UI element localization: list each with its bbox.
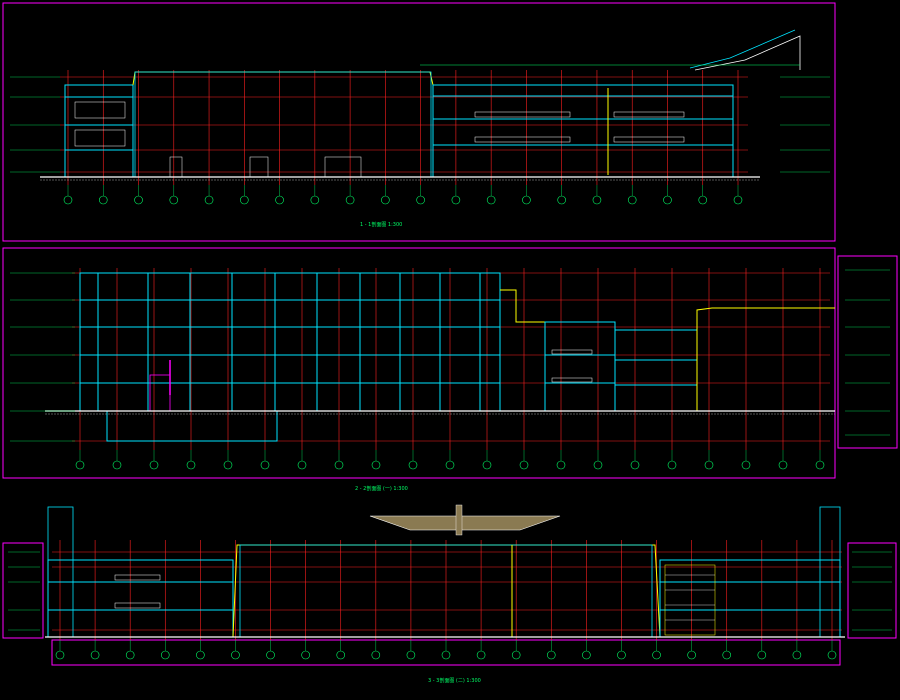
axis-bubble [778,460,788,470]
axis-bubble [511,650,521,660]
axis-bubble [557,195,566,205]
section-2-grid [72,268,830,450]
axis-bubble [667,460,677,470]
axis-bubble [592,195,602,205]
axis-bubble [486,195,496,205]
axis-bubble [593,460,603,470]
axis-bubble [630,460,640,470]
section-1-caption: 1 - 1剖面图 1:300 [360,221,402,228]
axis-bubble [90,650,100,660]
axis-bubble [63,195,73,205]
section-2-side-legend [837,255,898,449]
section-3-right-legend [847,542,897,639]
axis-bubble [310,195,320,205]
axis-bubble [260,460,270,470]
section-3-left-legend [2,542,44,639]
axis-bubble [75,460,85,470]
section-2-panel: 2 - 2剖面图 (一) 1:300 [2,247,898,492]
section-2-caption: 2 - 2剖面图 (一) 1:300 [355,485,408,492]
axis-bubble [160,650,170,660]
axis-bubble [482,460,492,470]
axis-bubble [381,195,390,205]
axis-bubble [698,195,708,205]
section-3-grid [52,540,842,640]
axis-bubble [408,460,418,470]
axis-bubble [169,195,179,205]
axis-bubble [416,195,425,205]
section-3-panel: 3 - 3剖面图 (二) 1:300 [2,504,897,684]
axis-bubble [297,460,307,470]
section-3-building [8,504,892,638]
axis-bubble [663,195,672,205]
axis-bubble [733,195,743,205]
section-1-frame [2,2,836,242]
axis-bubble [240,195,249,205]
axis-bubble [196,650,205,660]
axis-bubble [652,650,661,660]
axis-bubble [519,460,529,470]
axis-bubble [98,195,108,205]
section-2-frame [2,247,836,479]
axis-bubble [149,460,159,470]
axis-bubble [476,650,486,660]
axis-bubble [792,650,802,660]
axis-bubble [186,460,196,470]
section-2-axis-bubbles [75,450,825,470]
section-1-building [10,29,830,181]
axis-bubble [266,650,275,660]
axis-bubble [55,650,65,660]
axis-bubble [231,650,240,660]
axis-bubble [125,650,135,660]
axis-bubble [301,650,310,660]
axis-bubble [134,195,143,205]
section-2-building [10,269,890,442]
axis-bubble [522,195,531,205]
section-3-axis-bubbles [55,640,837,660]
axis-bubble [441,650,451,660]
axis-bubble [371,650,381,660]
axis-bubble [334,460,344,470]
axis-bubble [627,195,637,205]
axis-bubble [546,650,556,660]
axis-bubble [757,650,767,660]
axis-bubble [556,460,566,470]
section-1-panel: 1 - 1剖面图 1:300 [2,2,836,242]
axis-bubble [704,460,714,470]
section-1-grid [60,70,748,185]
axis-bubble [827,650,837,660]
axis-bubble [336,650,346,660]
axis-bubble [741,460,751,470]
axis-bubble [722,650,732,660]
axis-bubble [815,460,825,470]
axis-bubble [112,460,122,470]
axis-bubble [275,195,284,205]
axis-bubble [345,195,355,205]
roof-canopy [369,515,561,531]
axis-bubble [687,650,696,660]
axis-bubble [406,650,416,660]
section-3-caption: 3 - 3剖面图 (二) 1:300 [428,677,481,684]
axis-bubble [371,460,381,470]
axis-bubble [223,460,233,470]
section-1-axis-bubbles [63,185,743,205]
axis-bubble [451,195,461,205]
axis-bubble [617,650,626,660]
axis-bubble [204,195,214,205]
axis-bubble [582,650,591,660]
axis-bubble [445,460,455,470]
